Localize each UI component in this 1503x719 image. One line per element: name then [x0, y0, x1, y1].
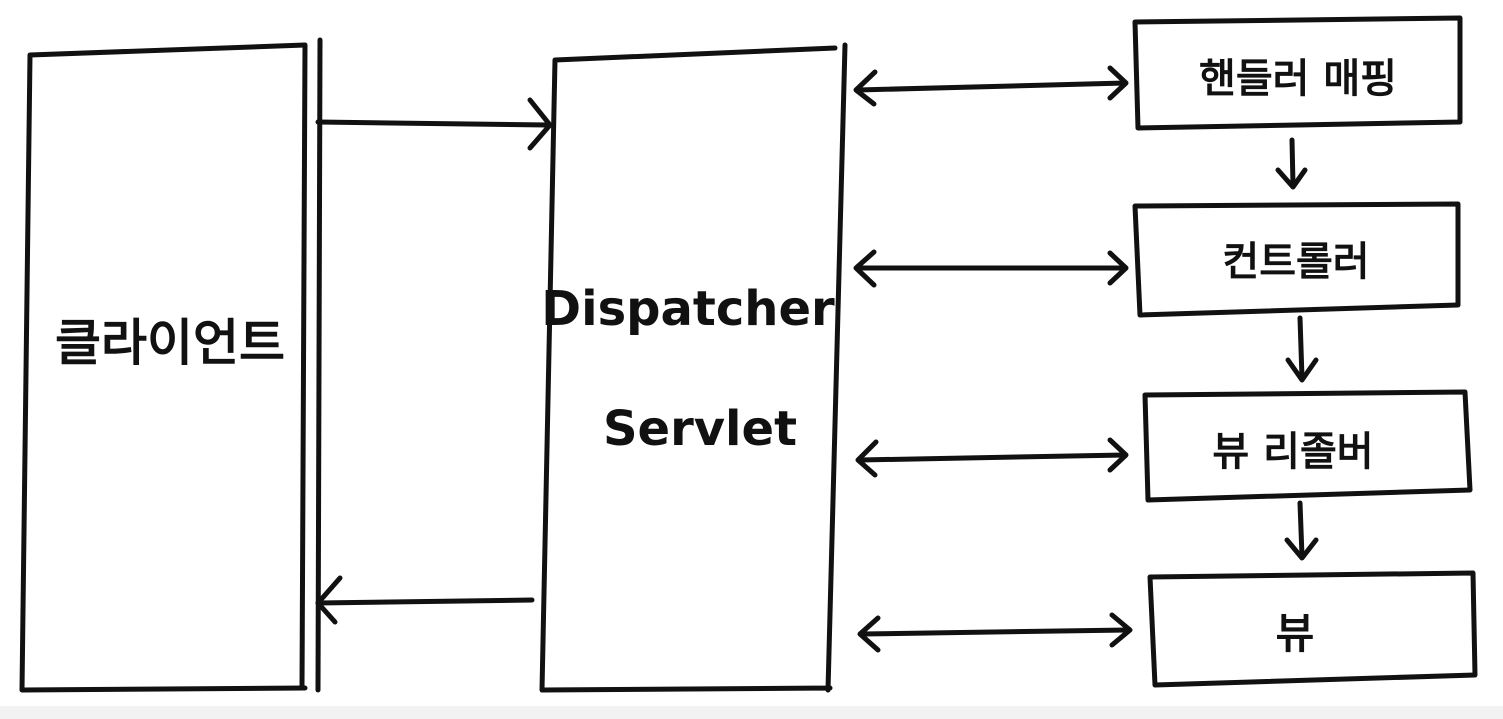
dispatcher-servlet-label-line2: Servlet	[603, 401, 797, 457]
handler-mapping-node: 핸들러 매핑	[1132, 15, 1463, 131]
dispatcher-servlet-node: Dispatcher Servlet	[539, 42, 848, 693]
request-arrow	[315, 97, 553, 151]
view-resolver-box	[1142, 389, 1473, 503]
view-box	[1147, 570, 1478, 688]
bidirectional-arrow-handler-mapping	[853, 65, 1129, 107]
handler-mapping-box	[1132, 15, 1463, 131]
view-node: 뷰	[1147, 570, 1478, 688]
flow-arrow-resolver-to-view	[1284, 500, 1319, 561]
controller-box	[1132, 201, 1461, 318]
bidirectional-arrow-view-resolver	[855, 437, 1129, 478]
bottom-strip	[0, 706, 1503, 719]
view-label: 뷰	[1276, 609, 1315, 658]
dispatcher-servlet-label-line1: Dispatcher	[541, 281, 835, 337]
client-label: 클라이언트	[55, 314, 285, 372]
view-resolver-label: 뷰 리졸버	[1212, 429, 1373, 475]
client-box	[19, 37, 323, 693]
handler-mapping-label: 핸들러 매핑	[1199, 56, 1397, 102]
dispatcher-servlet-box	[539, 42, 848, 693]
controller-node: 컨트롤러	[1132, 201, 1461, 318]
flow-arrow-controller-to-resolver	[1285, 315, 1319, 383]
controller-label: 컨트롤러	[1222, 239, 1369, 285]
bidirectional-arrow-controller	[853, 249, 1129, 288]
bidirectional-arrow-view	[857, 612, 1133, 653]
view-resolver-node: 뷰 리졸버	[1142, 389, 1473, 503]
client-node: 클라이언트	[19, 37, 323, 693]
response-arrow	[315, 575, 535, 625]
flow-arrow-handler-to-controller	[1275, 137, 1308, 190]
